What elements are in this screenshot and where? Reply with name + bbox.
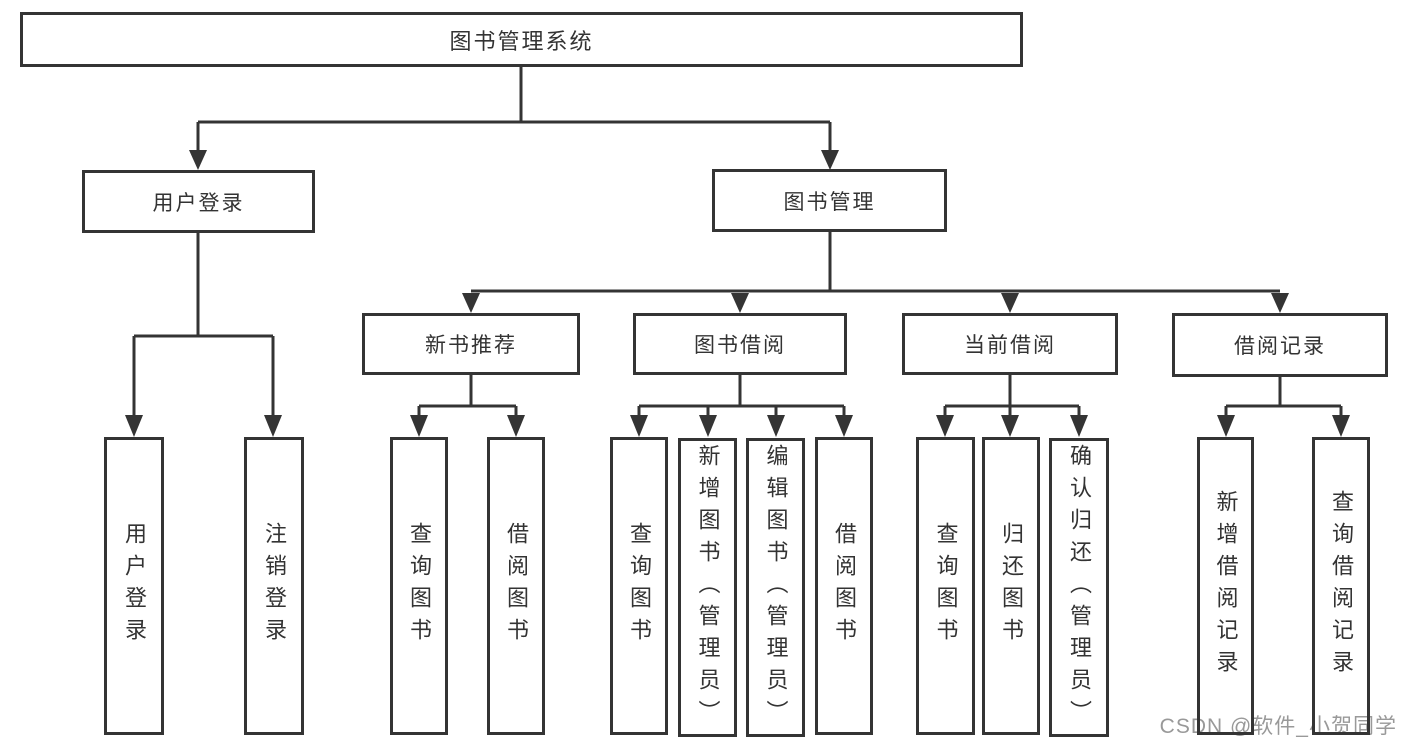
edge-lines (132, 67, 1343, 417)
node-edit-books-admin: 编辑图书（管理员） (746, 438, 805, 737)
arrowhead-icons (125, 150, 1350, 437)
node-return-books: 归还图书 (982, 437, 1040, 735)
node-book-borrowing: 图书借阅 (633, 313, 847, 375)
node-borrow-books-borrowing: 借阅图书 (815, 437, 873, 735)
node-query-books-recommend: 查询图书 (390, 437, 448, 735)
node-borrow-books-recommend: 借阅图书 (487, 437, 545, 735)
node-library-system: 图书管理系统 (20, 12, 1023, 67)
node-logout-leaf: 注销登录 (244, 437, 304, 735)
node-book-management: 图书管理 (712, 169, 947, 232)
node-query-books-current: 查询图书 (916, 437, 975, 735)
node-add-books-admin: 新增图书（管理员） (678, 438, 737, 737)
node-user-login: 用户登录 (82, 170, 315, 233)
node-add-borrow-record: 新增借阅记录 (1197, 437, 1254, 735)
node-query-books-borrowing: 查询图书 (610, 437, 668, 735)
node-user-login-leaf: 用户登录 (104, 437, 164, 735)
node-confirm-return-admin: 确认归还（管理员） (1049, 438, 1109, 737)
node-borrowing-records: 借阅记录 (1172, 313, 1388, 377)
node-query-borrow-record: 查询借阅记录 (1312, 437, 1370, 735)
node-new-book-recommend: 新书推荐 (362, 313, 580, 375)
node-current-borrowing: 当前借阅 (902, 313, 1118, 375)
